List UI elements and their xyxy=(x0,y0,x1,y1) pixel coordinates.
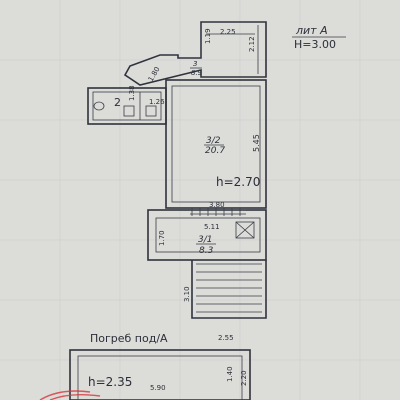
room-3-1-dim-side: 1.70 xyxy=(158,230,166,246)
room-2-dim-a: 1.38 xyxy=(128,85,136,101)
room-3-1-outline xyxy=(147,208,267,261)
room-3-area: 8.9 xyxy=(191,69,203,77)
basement-dim-2: 2.20 xyxy=(240,370,248,386)
title-block: лит А H=3.00 xyxy=(292,24,346,51)
stairs-dim-length: 3.10 xyxy=(183,286,191,302)
room-3-2-area: 20.7 xyxy=(205,146,225,156)
basement-height: h=2.35 xyxy=(88,375,132,389)
hatch-box xyxy=(235,221,255,239)
basement-width-top: 2.55 xyxy=(218,334,234,342)
room-2-number: 2 xyxy=(114,96,121,109)
room-3-1-number: 3/1 xyxy=(198,235,212,245)
room-3-dim-top: 2.25 xyxy=(220,28,236,36)
room-3-2-height: h=2.70 xyxy=(216,175,260,189)
room-3-dim-right: 2.12 xyxy=(248,36,256,52)
stairs xyxy=(191,260,267,319)
building-label: лит А xyxy=(295,24,328,37)
toilet-fixture xyxy=(93,101,105,111)
room-3-1-area: 8.3 xyxy=(199,246,214,256)
room-3-2-dim-side: 5.45 xyxy=(252,134,261,152)
room-3-2-number: 3/2 xyxy=(206,136,221,146)
basement-title: Погреб под/А xyxy=(90,332,168,345)
basement-outline xyxy=(69,349,251,400)
room-3-number: 3 xyxy=(193,60,197,68)
basement-dim-1: 1.40 xyxy=(226,366,234,382)
sink-fixture xyxy=(123,105,135,117)
shower-fixture xyxy=(145,105,157,117)
room-3-2-dim-bottom: 3.80 xyxy=(209,201,225,209)
room-3-outline xyxy=(123,21,267,86)
room-2-dim-b: 1.26 xyxy=(149,98,165,106)
room-3-1-dim-width: 5.11 xyxy=(204,223,220,231)
basement-width: 5.90 xyxy=(150,384,166,392)
room-3-dim-left: 1.19 xyxy=(204,28,212,44)
stamp-fragment xyxy=(39,390,101,400)
ceiling-height-label: H=3.00 xyxy=(294,38,336,51)
